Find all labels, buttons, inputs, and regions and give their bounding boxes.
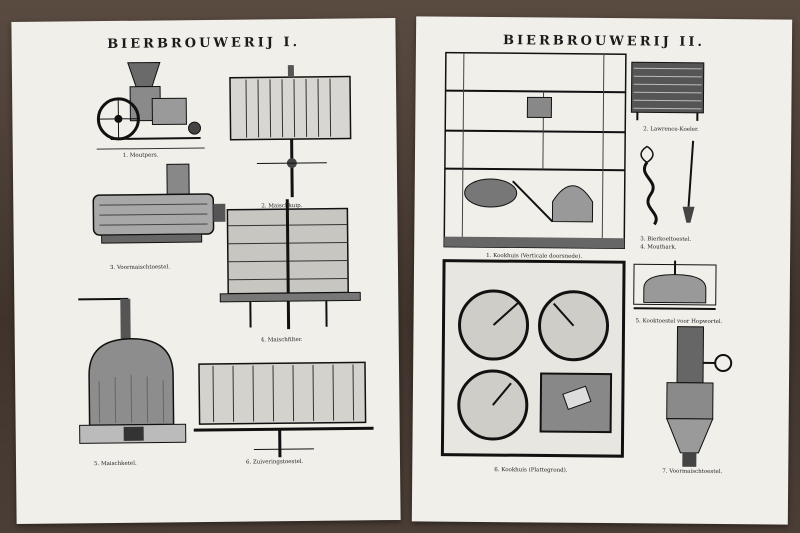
plate-bierbrouwerij-2: BIERBROUWERIJ II. 1. Kookhuis (Verticale… xyxy=(411,16,793,525)
engraving-brewhouse-section xyxy=(442,51,628,253)
caption: 3. Bierkoeltoestel. xyxy=(640,236,692,243)
engraving-mash-tun xyxy=(216,62,367,204)
caption: 2. Lawrence-Koeler. xyxy=(643,126,699,133)
engraving-mash-kettle xyxy=(58,292,210,454)
caption: 4. Mouthark. xyxy=(640,244,677,251)
caption: 7. Voormaischtoestel. xyxy=(662,468,723,476)
caption: 1. Moutpers. xyxy=(122,152,159,159)
engraving-mash-filter xyxy=(209,198,370,340)
plate-title: BIERBROUWERIJ I. xyxy=(107,35,301,53)
engraving-pre-masher-column xyxy=(652,322,743,473)
caption: 6. Zuiveringstoestel. xyxy=(245,458,304,466)
engraving-purifier xyxy=(193,352,374,464)
caption: 6. Kookhuis (Plattegrond). xyxy=(494,467,568,474)
engraving-pre-masher xyxy=(79,160,230,262)
engraving-malt-mill xyxy=(90,58,211,159)
plate-title: BIERBROUWERIJ II. xyxy=(502,33,706,50)
engraving-brewhouse-plan xyxy=(440,259,626,461)
caption: 3. Voormaischtoestel. xyxy=(109,264,170,272)
plate-bierbrouwerij-1: BIERBROUWERIJ I. 1. Moutpers. xyxy=(11,18,401,524)
engraving-beer-cooler-and-rake xyxy=(632,136,713,227)
caption: 4. Maischfilter. xyxy=(260,336,303,344)
engraving-lawrence-cooler xyxy=(627,58,708,123)
caption: 5. Maischketel. xyxy=(93,460,137,468)
engraving-hop-boiler xyxy=(630,258,721,319)
